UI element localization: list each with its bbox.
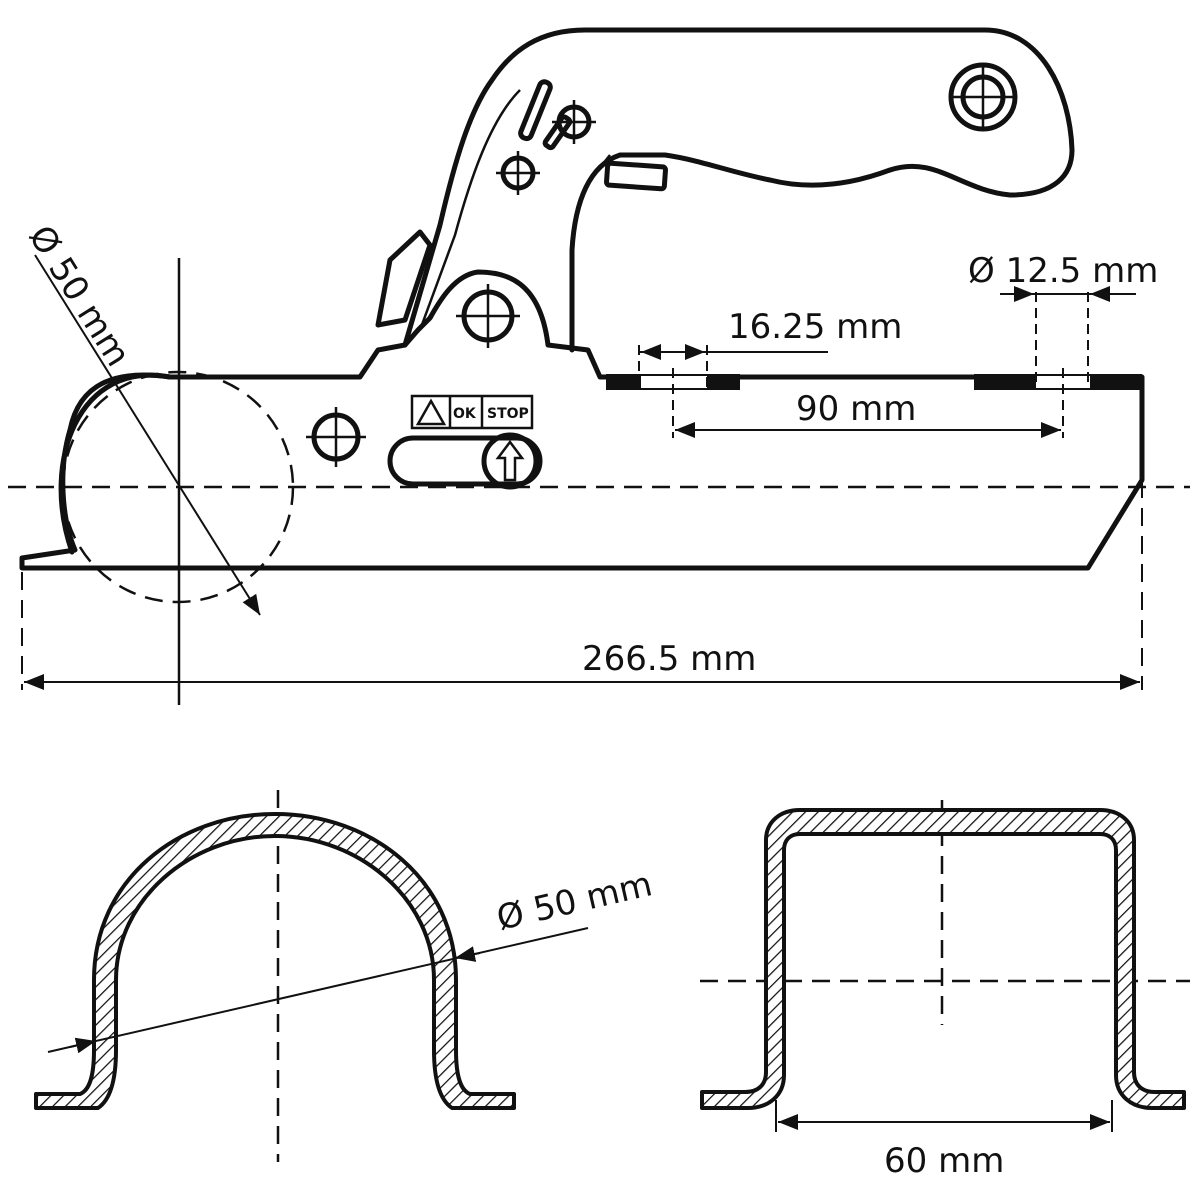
channel-section-view: 60 mm — [700, 800, 1190, 1181]
handle-front-lip — [375, 229, 433, 328]
handle-inner-edge — [418, 89, 521, 331]
side-view: OK STOP Ø 50 mm Ø 12.5 mm 16.25 mm — [8, 27, 1190, 705]
channel-width-label: 60 mm — [884, 1141, 1004, 1181]
coupling-handle — [402, 27, 1075, 353]
ball-diameter-side-label: Ø 50 mm — [20, 219, 138, 374]
hole-spacing-label: 90 mm — [796, 389, 916, 429]
hole-front — [641, 376, 707, 388]
round-section-diameter-leader — [47, 927, 589, 1053]
tow-ball-outline — [61, 370, 295, 604]
round-section-profile — [34, 812, 516, 1110]
wear-indicator-window — [387, 432, 543, 490]
hole-diameter-label: Ø 12.5 mm — [968, 251, 1158, 291]
handle-latch-line — [589, 154, 611, 181]
rivet-lower-icon — [496, 151, 540, 195]
channel-section-profile — [700, 808, 1186, 1110]
arrow-up-icon — [495, 439, 525, 482]
hole-offset-label: 16.25 mm — [728, 307, 902, 347]
socket-nose — [58, 372, 173, 555]
pivot-bolt-icon — [456, 284, 520, 348]
indicator-ok-label: OK — [453, 406, 477, 422]
round-section-view: Ø 50 mm — [34, 790, 656, 1162]
overall-length-label: 266.5 mm — [582, 639, 756, 679]
round-section-arrow-right — [454, 946, 481, 962]
handle-pin-icon — [948, 62, 1018, 132]
wear-indicator-badge: OK STOP — [410, 394, 534, 430]
round-section-arrow-left — [69, 1037, 97, 1054]
indicator-stop-label: STOP — [487, 406, 529, 422]
ball-diameter-leader — [34, 254, 261, 616]
warning-triangle-icon — [415, 398, 447, 426]
coupling-body — [19, 269, 1145, 571]
round-section-diameter-label: Ø 50 mm — [493, 864, 656, 938]
handle-slot-lower — [542, 114, 573, 151]
body-bolt-icon — [306, 407, 366, 467]
hole-rear — [1036, 376, 1090, 388]
handle-slot-upper — [518, 79, 553, 142]
handle-latch-block — [604, 160, 668, 192]
